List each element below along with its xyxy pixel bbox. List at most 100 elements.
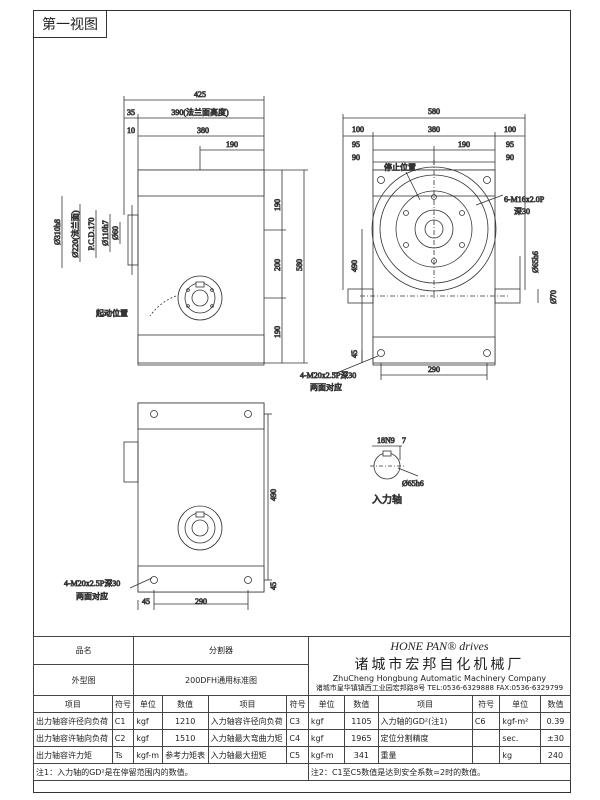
side-view [333,114,539,380]
spec-cell [471,746,501,764]
company-en: ZhuCheng Hongbung Automatic Machinery Co… [332,674,547,683]
note-2: 注2：C1至C5数值是达到安全系数=2时的数值。 [307,763,572,781]
spec-cell: kgf-m² [499,712,541,730]
key-label: 18N9 [377,436,395,445]
shape-value: 200DFH通用标准图 [133,664,309,696]
start-position-label: 起动位置 [96,308,128,318]
dim-r95b: 95 [506,140,514,149]
spec-cell: 重量 [377,746,473,764]
view-title: 第一视图 [33,10,107,38]
spec-cell: 341 [344,746,379,764]
opposite-label-2: 两面对应 [76,591,108,601]
company-tel: TEL:0536-6329888 [427,684,494,692]
spec-header: 数值 [539,695,572,713]
dim-10: 10 [127,126,135,135]
spec-cell: 1965 [344,729,379,747]
dim-r95a: 95 [352,140,360,149]
spec-cell: C2 [111,729,135,747]
tap-label-2: 4-M20x2.5P深30 [64,579,120,588]
dim-r100a: 100 [352,125,364,134]
spec-cell [471,729,501,747]
spec-cell: 240 [539,746,572,764]
dim-v190a: 190 [273,199,282,211]
spec-cell: 出力轴容许轴向负荷 [33,729,113,747]
dim-v580: 580 [295,259,304,271]
spec-row: 出力轴容许力矩 Ts kgf-m 参考力矩表 入力轴最大扭矩 C5 kgf-m … [33,746,572,764]
opposite-label: 两面对应 [310,382,342,392]
spec-cell: 参考力矩表 [161,746,209,764]
spec-cell: 入力轴的GD²(注1) [377,712,473,730]
spec-header: 单位 [307,695,346,713]
drawing-frame [33,10,571,793]
dim-flange-height: 390(法兰面高度) [171,107,229,117]
dim-r90a: 90 [352,153,360,162]
spec-cell: 1210 [161,712,209,730]
dim-190: 190 [226,140,238,149]
spec-cell: kgf [133,729,163,747]
spec-header: 项目 [207,695,288,713]
dim-pcd: P.C.D.170 [87,218,96,251]
name-value: 分割器 [133,635,309,666]
dim-110: Ø110h7 [101,220,110,245]
spec-cell: C4 [286,729,309,747]
company-block: HONE PAN® drives 诸城市宏邦自化机械厂 ZhuCheng Hon… [307,636,572,696]
company-fax: FAX:0536-6329799 [496,684,564,692]
spec-row: 出力轴容许径向负荷 C1 kgf 1210 入力轴容许径向负荷 C3 kgf 1… [33,712,572,730]
dim-v490b: 490 [269,489,278,501]
company-cn: 诸城市宏邦自化机械厂 [354,657,525,673]
dim-310: Ø310h8 [53,219,62,245]
brand: HONE PAN® drives [390,639,489,653]
tap-label: 4-M20x2.5P深30 [300,371,356,380]
bottom-view [123,402,272,610]
spec-cell: kgf [307,712,346,730]
spec-cell: sec. [499,729,541,747]
spec-cell: 入力轴容许径向负荷 [207,712,288,730]
spec-header: 数值 [161,695,209,713]
spec-row: 出力轴容许轴向负荷 C2 kgf 1510 入力轴最大弯曲力矩 C4 kgf 1… [33,729,572,747]
dim-v45b: 45 [269,582,278,590]
dim-v45: 45 [350,350,359,358]
dim-220: Ø220(法兰面) [70,210,80,257]
dim-v190b: 190 [273,326,282,338]
shape-label: 外型图 [32,664,135,696]
depth-label: 深30 [514,207,530,216]
key-depth: 7 [402,436,406,445]
spec-cell: 1510 [161,729,209,747]
spec-cell: kgf [133,712,163,730]
dim-35: 35 [127,108,135,117]
spec-cell: 出力轴容许径向负荷 [33,712,113,730]
spec-cell: ±30 [539,729,572,747]
dim-v490: 490 [350,260,359,272]
holes-label: 6-M16x2.0P [504,195,545,204]
spec-header: 项目 [377,695,473,713]
dim-h45: 45 [142,597,150,606]
dim-v200: 200 [273,259,282,271]
spec-header: 符号 [111,695,135,713]
dim-d65b: Ø65h6 [402,479,424,488]
spec-header: 单位 [499,695,541,713]
spec-cell: 入力轴最大弯曲力矩 [207,729,288,747]
spec-header: 数值 [344,695,379,713]
dim-60: Ø60 [111,226,120,240]
dim-380: 380 [197,126,209,135]
spec-cell: C6 [471,712,501,730]
dim-top-total: 425 [194,90,206,99]
name-label: 品名 [32,635,135,666]
spec-cell: 0.39 [539,712,572,730]
spec-cell: C5 [286,746,309,764]
company-address: 诸城市皇华镇镇西工业园宏邦路8号 [315,684,426,692]
input-shaft-section [370,445,419,480]
engineering-drawing: 425 390(法兰面高度) 35 10 380 190 190 200 580… [53,90,558,610]
dim-r380: 380 [428,125,440,134]
dim-d65: Ø65h6 [531,251,540,273]
stop-position-label: 停止位置 [384,162,416,172]
title-block: 品名 分割器 HONE PAN® drives 诸城市宏邦自化机械厂 ZhuCh… [32,635,572,781]
spec-header: 单位 [133,695,163,713]
spec-cell: kgf-m [133,746,163,764]
spec-cell: kg [499,746,541,764]
spec-cell: C1 [111,712,135,730]
spec-header: 项目 [33,695,113,713]
spec-cell: 定位分割精度 [377,729,473,747]
spec-cell: kgf-m [307,746,346,764]
spec-cell: kgf [307,729,346,747]
